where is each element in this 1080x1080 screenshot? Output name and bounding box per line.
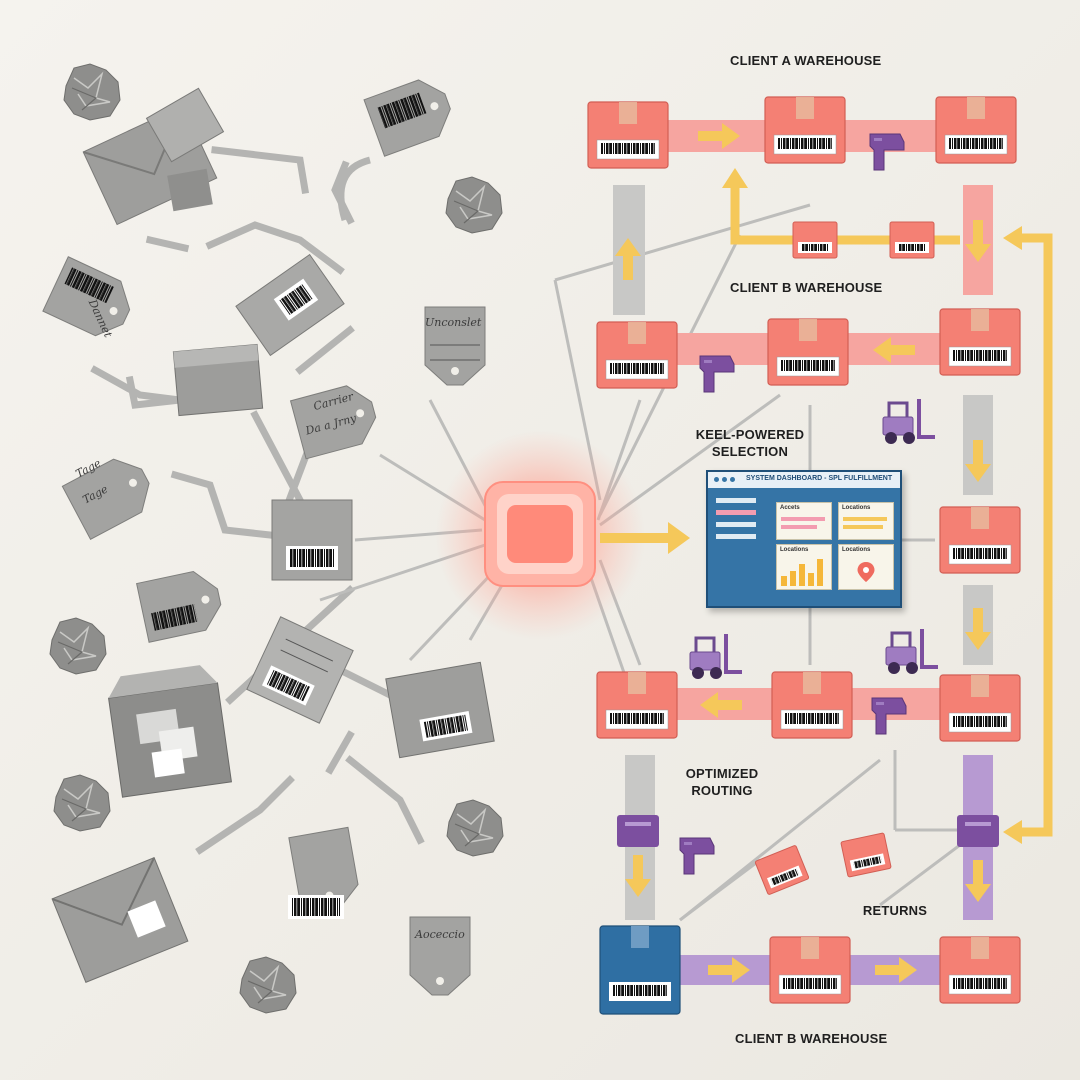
mini-bar <box>790 571 796 586</box>
scanner-gate <box>957 815 999 847</box>
system-dashboard[interactable]: SYSTEM DASHBOARD - SPL FULFILLMENT Accet… <box>706 470 902 608</box>
dashboard-title: SYSTEM DASHBOARD - SPL FULFILLMENT <box>746 475 893 482</box>
dashboard-card-locations-map[interactable]: Locations <box>838 544 894 590</box>
tag-text: Unconslet <box>425 316 482 329</box>
scanner-gate <box>617 815 659 847</box>
dashboard-menu-item-active[interactable] <box>716 510 756 515</box>
mini-bar <box>781 576 787 586</box>
label-returns: RETURNS <box>862 903 928 918</box>
mini-bar <box>817 559 823 586</box>
label-selection: KEEL-POWERED SELECTION <box>695 426 805 460</box>
central-hub <box>435 430 645 640</box>
dashboard-card-assets[interactable]: Accets <box>776 502 832 540</box>
card-title: Locations <box>842 505 871 511</box>
tag-text: Aoceccio <box>415 928 465 941</box>
clutter-items <box>42 63 504 1014</box>
label-selection-line1: KEEL-POWERED <box>695 427 805 442</box>
dashboard-menu-item[interactable] <box>716 498 756 503</box>
dashboard-card-locations[interactable]: Locations <box>838 502 894 540</box>
hub-to-dashboard-arrow <box>600 522 690 554</box>
window-dot-icon <box>722 477 727 482</box>
mini-bar <box>799 564 805 586</box>
label-selection-line2: SELECTION <box>711 444 789 459</box>
card-title: Locations <box>842 547 871 553</box>
dashboard-menu-item[interactable] <box>716 534 756 539</box>
mini-bar <box>808 573 814 586</box>
window-dot-icon <box>730 477 735 482</box>
label-routing: OPTIMIZED ROUTING <box>672 765 772 799</box>
label-client-b-warehouse-bottom: CLIENT B WAREHOUSE <box>735 1031 888 1046</box>
equipment <box>617 133 999 875</box>
label-routing-line2: ROUTING <box>691 783 753 798</box>
label-routing-line1: OPTIMIZED <box>685 766 759 781</box>
card-title: Locations <box>780 547 809 553</box>
dashboard-menu-item[interactable] <box>716 522 756 527</box>
location-pin-icon <box>857 562 875 582</box>
card-title: Accets <box>780 505 800 511</box>
dashboard-titlebar: SYSTEM DASHBOARD - SPL FULFILLMENT <box>708 472 900 488</box>
warehouse-boxes <box>587 96 1021 1015</box>
dashboard-card-locations-chart[interactable]: Locations <box>776 544 832 590</box>
flow-arrows <box>600 123 991 983</box>
label-client-a-warehouse: CLIENT A WAREHOUSE <box>730 53 882 68</box>
window-dot-icon <box>714 477 719 482</box>
label-client-b-warehouse: CLIENT B WAREHOUSE <box>730 280 883 295</box>
mini-bar-chart <box>781 558 827 586</box>
